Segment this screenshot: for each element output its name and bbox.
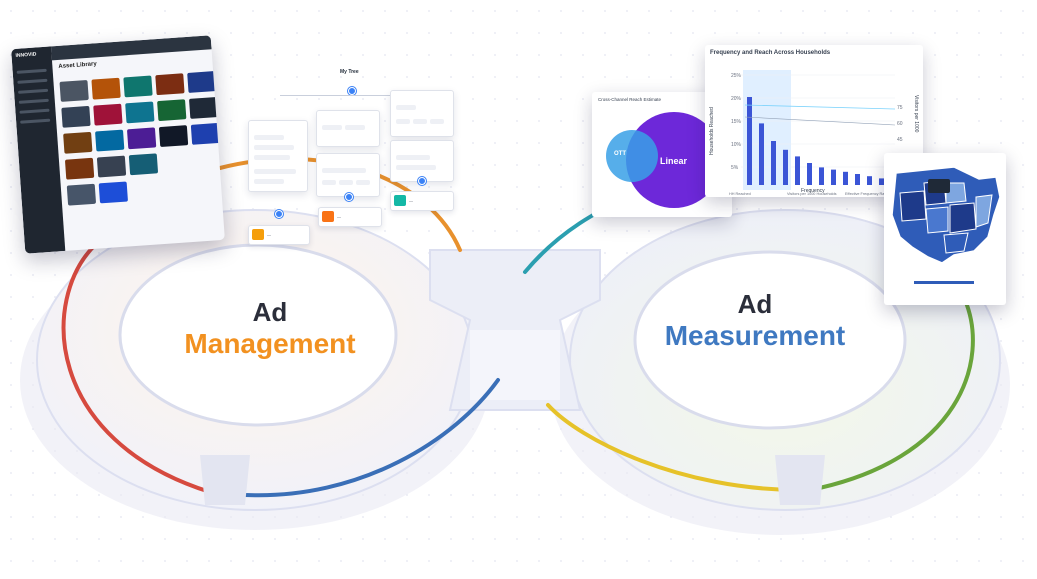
y-tick-label: 5% bbox=[731, 165, 739, 171]
linear-label: Linear bbox=[660, 156, 688, 166]
ad-measurement-line2: Measurement bbox=[664, 319, 846, 351]
legend-entry: HH Reached bbox=[729, 192, 751, 196]
y2-axis-label: Visitors per 1000 bbox=[913, 95, 919, 133]
loop-edge-blue bbox=[243, 378, 500, 498]
bar bbox=[879, 178, 884, 185]
tree-leaf-2: — bbox=[318, 207, 382, 227]
chart-title: Frequency and Reach Across Households bbox=[710, 50, 831, 56]
bar bbox=[783, 149, 788, 185]
y-tick-label: 20% bbox=[731, 96, 742, 102]
tree-card-location bbox=[390, 90, 454, 137]
y2-tick-label: 45 bbox=[897, 137, 903, 143]
legend-entry: Visitors per 1000 Households bbox=[787, 192, 837, 196]
us-map-svg bbox=[891, 166, 1001, 284]
y-axis-label: Households Reached bbox=[709, 107, 715, 155]
bar bbox=[771, 141, 776, 185]
loop-edge-yellow bbox=[546, 403, 802, 492]
y-tick-label: 25% bbox=[731, 73, 742, 79]
ad-measurement-label: Ad Measurement bbox=[655, 289, 855, 352]
legend-entry: Effective Frequency Ra bbox=[845, 192, 885, 196]
ad-management-line1: Ad bbox=[252, 297, 288, 327]
bar bbox=[831, 169, 836, 185]
bar bbox=[819, 167, 824, 185]
bar bbox=[807, 163, 812, 185]
tree-card-demographic bbox=[248, 120, 308, 192]
tree-leaf-3: — bbox=[390, 191, 454, 211]
effective-frequency-line bbox=[744, 116, 896, 126]
loop-edge-green bbox=[808, 298, 975, 492]
y2-tick-label: 75 bbox=[897, 105, 903, 111]
bar bbox=[759, 123, 764, 185]
ad-management-label: Ad Management bbox=[170, 297, 370, 360]
ad-management-line2: Management bbox=[184, 327, 356, 359]
tree-card-weather bbox=[390, 140, 454, 182]
loop-edge-red bbox=[61, 243, 212, 494]
bar bbox=[867, 176, 872, 185]
visitors-line bbox=[744, 104, 896, 110]
decision-tree-panel: My Tree bbox=[240, 65, 460, 255]
tree-root-node bbox=[348, 87, 356, 95]
bar bbox=[747, 97, 752, 185]
x-axis-label: Frequency bbox=[801, 188, 825, 194]
library-page-title: Asset Library bbox=[58, 61, 97, 70]
bar bbox=[855, 174, 860, 185]
bar bbox=[795, 156, 800, 185]
us-map-card bbox=[884, 153, 1006, 305]
tree-card-audiences bbox=[316, 110, 380, 147]
map-popup bbox=[928, 179, 950, 193]
venn-title: Cross-Channel Reach Estimate bbox=[598, 97, 662, 102]
bar bbox=[843, 171, 848, 185]
ad-measurement-line1: Ad bbox=[737, 289, 773, 319]
asset-library-screenshot: INNOVID Asset Library bbox=[11, 35, 225, 254]
ott-circle bbox=[606, 130, 658, 182]
tree-leaf-1: — bbox=[248, 225, 310, 245]
y2-tick-label: 60 bbox=[897, 121, 903, 127]
y-tick-label: 10% bbox=[731, 142, 742, 148]
ott-label: OTT bbox=[614, 151, 626, 157]
y-tick-label: 15% bbox=[731, 119, 742, 125]
map-legend-bar bbox=[914, 281, 974, 284]
tree-card-program bbox=[316, 153, 380, 197]
tree-title: My Tree bbox=[340, 69, 359, 75]
